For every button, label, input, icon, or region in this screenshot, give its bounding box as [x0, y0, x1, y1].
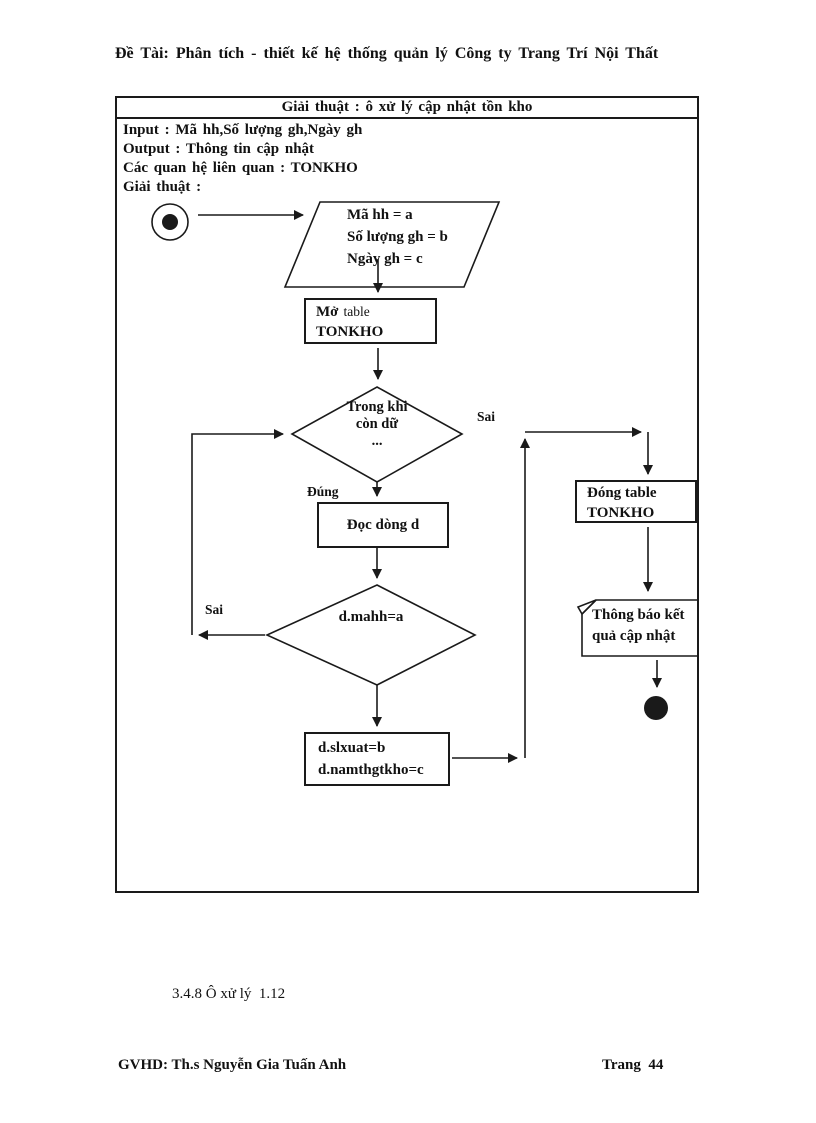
- figure-caption: 3.4.8 Ô xử lý 1.12: [172, 986, 286, 1002]
- info-algorithm: Giải thuật :: [123, 179, 202, 195]
- info-input: Input : Mã hh,Số lượng gh,Ngày gh: [123, 122, 363, 138]
- while-decision-text: Trong khi còn dữ ...: [346, 399, 408, 449]
- match-decision-text: d.mahh=a: [338, 609, 404, 625]
- read-row-text: Đọc dòng d: [346, 516, 420, 533]
- flowchart-canvas: [151, 201, 697, 763]
- match-decision-shape: [265, 584, 477, 686]
- label-sai-match: Sai: [205, 602, 224, 617]
- update-box: d.slxuat=b d.namthgtkho=c: [304, 732, 450, 786]
- page-title: Đề Tài: Phân tích - thiết kế hệ thống qu…: [115, 45, 659, 62]
- info-output: Output : Thông tin cập nhật: [123, 141, 315, 157]
- footer-advisor: GVHD: Th.s Nguyễn Gia Tuấn Anh: [118, 1057, 347, 1073]
- notify-document-fold: [576, 599, 597, 616]
- label-sai-while: Sai: [477, 409, 496, 424]
- info-relations: Các quan hệ liên quan : TONKHO: [123, 160, 358, 176]
- start-node-inner: [162, 214, 178, 230]
- open-table-line2: TONKHO: [316, 324, 384, 340]
- flowchart-title: Giải thuật : ô xử lý cập nhật tồn kho: [117, 98, 697, 119]
- flowchart-info-block: Input : Mã hh,Số lượng gh,Ngày gh Output…: [117, 119, 697, 197]
- notify-text: Thông báo kết quả cập nhật: [592, 607, 685, 644]
- end-node: [644, 696, 668, 720]
- close-table-box: Đóng table TONKHO: [575, 480, 697, 523]
- edge-loop-back-to-while: [191, 429, 284, 635]
- input-parallelogram-shape: [283, 201, 501, 288]
- read-row-box: Đọc dòng d: [317, 502, 449, 548]
- label-dung: Đúng: [307, 484, 339, 499]
- input-parallelogram-text: Mã hh = a Số lượng gh = b Ngày gh = c: [347, 207, 448, 267]
- flowchart-frame: Giải thuật : ô xử lý cập nhật tồn kho In…: [115, 96, 699, 893]
- footer-page-number: Trang 44: [602, 1057, 664, 1073]
